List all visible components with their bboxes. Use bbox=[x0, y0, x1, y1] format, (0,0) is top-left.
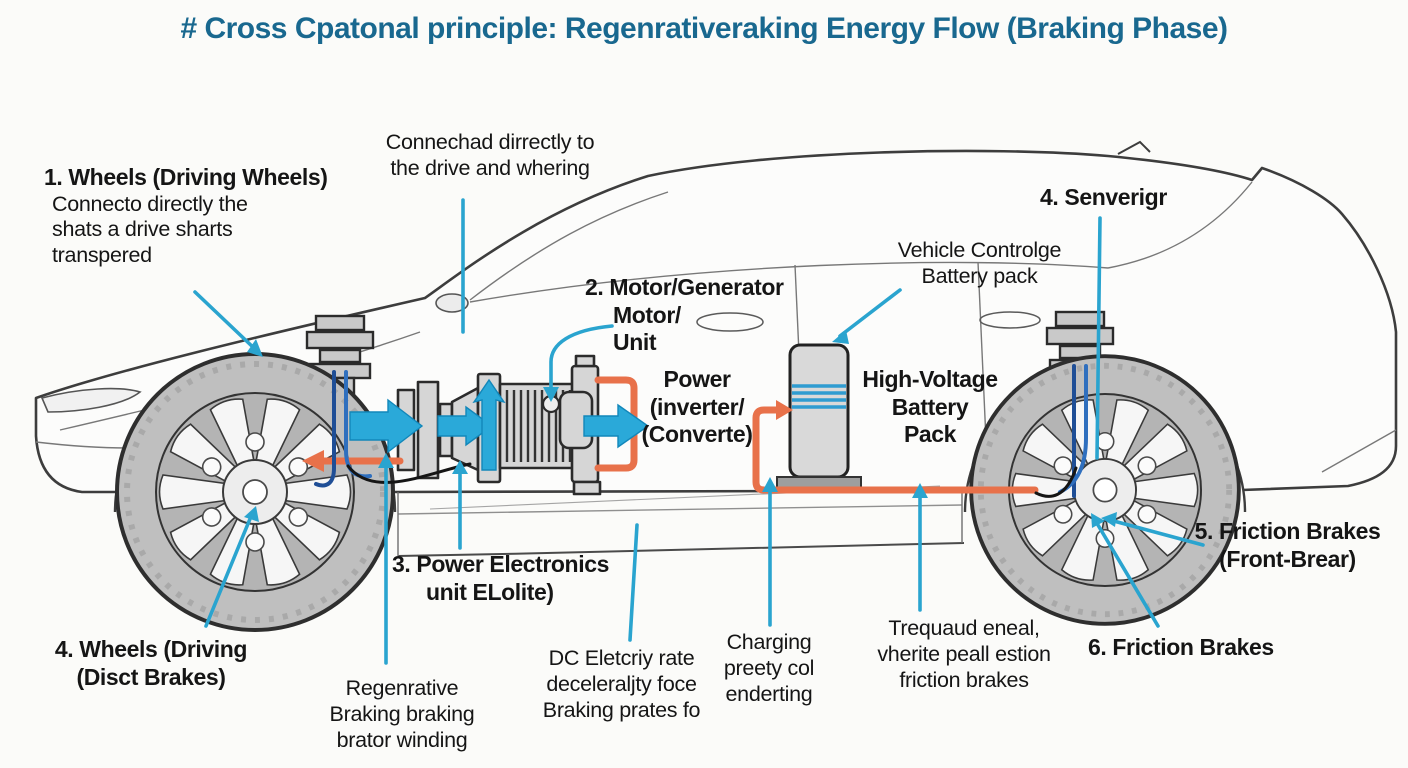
label-hv-battery: High-Voltage Battery Pack bbox=[862, 366, 998, 448]
axle-cables bbox=[314, 364, 1088, 498]
label-vehicle-controller: Vehicle Controlge Battery pack bbox=[897, 238, 1062, 288]
label-sensor: 4. Senverigr bbox=[1040, 184, 1167, 210]
leader-lines bbox=[193, 198, 1205, 665]
label-wheels-disc-brakes: 4. Wheels (Driving (Disct Brakes) bbox=[54, 636, 248, 690]
page-title: # Cross Cpatonal principle: Regenrativer… bbox=[180, 12, 1228, 45]
label-regen-braking: Regenrative Braking braking brator windi… bbox=[329, 676, 475, 752]
label-power-inverter: Power (inverter/ (Converte) bbox=[641, 366, 753, 448]
energy-flow-arrows bbox=[349, 378, 650, 471]
label-power-electronics: 3. Power Electronics unit ELolite) bbox=[392, 551, 609, 605]
label-friction-brakes: 6. Friction Brakes bbox=[1088, 634, 1274, 660]
door-handle-icon bbox=[979, 311, 1041, 329]
label-friction-brakes-front: 5. Friction Brakes (Front-Brear) bbox=[1194, 518, 1381, 572]
label-connected-note: Connechad dirrectly to the drive and whe… bbox=[385, 130, 595, 180]
leader-arrowheads bbox=[244, 330, 1117, 528]
label-wheels-driving: 1. Wheels (Driving Wheels) Connecto dire… bbox=[44, 164, 328, 268]
door-handle-icon bbox=[696, 312, 764, 332]
orange-arrowheads bbox=[302, 400, 793, 472]
label-dc-electricity: DC Eletcriy rate deceleraljty foce Braki… bbox=[542, 646, 701, 722]
underbody-lines bbox=[397, 485, 965, 557]
label-motor-generator: 2. Motor/Generator Motor/ Unit bbox=[585, 274, 784, 356]
headlight-icon bbox=[40, 387, 142, 413]
side-mirror-icon bbox=[435, 293, 469, 313]
label-heading: 1. Wheels (Driving Wheels) bbox=[44, 164, 328, 190]
label-torque-note: Trequaud eneal, vherite peall estion fri… bbox=[877, 616, 1051, 692]
label-charging: Charging preety col enderting bbox=[723, 630, 815, 706]
front-wheel bbox=[117, 354, 393, 630]
battery-pack-graphic bbox=[776, 343, 862, 490]
